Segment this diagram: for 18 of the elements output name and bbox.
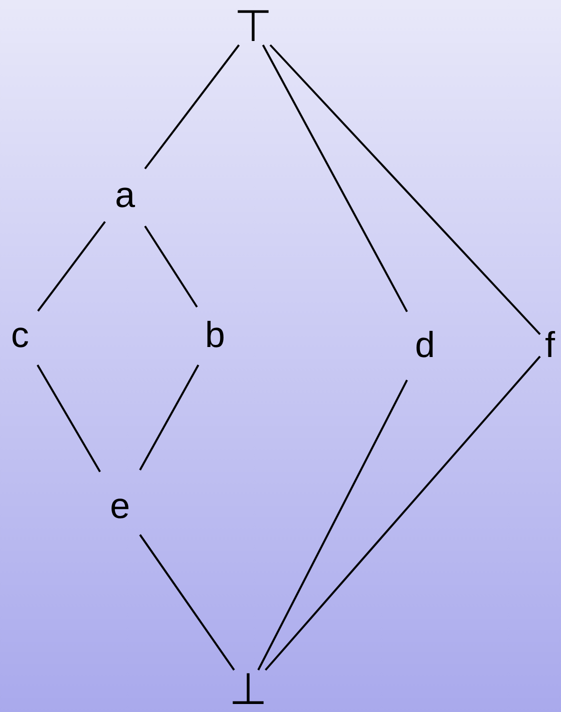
- connector-line: [139, 534, 235, 671]
- connector-line: [144, 44, 240, 170]
- bottom-symbol: ⊥: [229, 668, 267, 712]
- element-label: d: [414, 327, 436, 363]
- element-label: a: [114, 177, 136, 213]
- connector-line: [257, 380, 408, 670]
- connector-line: [144, 226, 198, 308]
- connector-line: [270, 44, 541, 335]
- connector-line: [139, 364, 200, 470]
- connector-line: [262, 44, 408, 312]
- connector-line: [37, 221, 106, 312]
- connector-line: [264, 356, 541, 671]
- connector-line: [36, 364, 101, 472]
- element-label: b: [204, 317, 226, 353]
- element-label: f: [544, 327, 555, 363]
- element-label: c: [11, 317, 29, 353]
- top-symbol: ⊤: [234, 4, 272, 48]
- element-label: e: [110, 488, 130, 524]
